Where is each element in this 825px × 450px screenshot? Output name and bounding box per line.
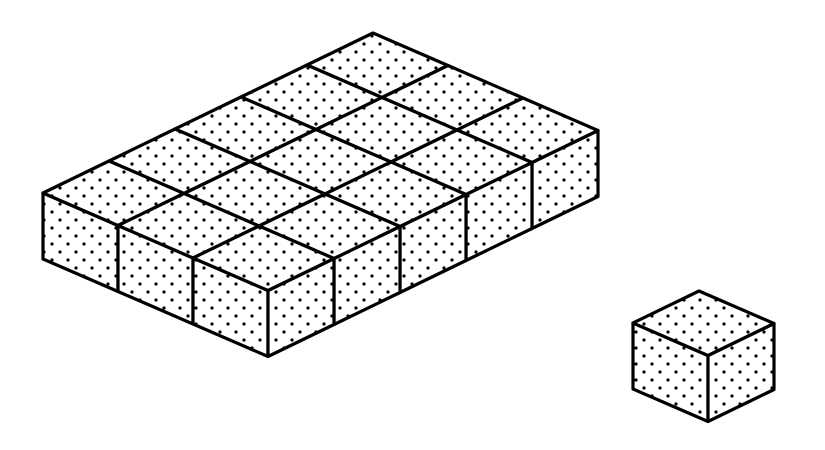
cube-top-face [191, 224, 336, 293]
cube-top-face [631, 289, 776, 358]
single-cube [631, 289, 776, 424]
cube-block-3x5 [41, 31, 600, 359]
